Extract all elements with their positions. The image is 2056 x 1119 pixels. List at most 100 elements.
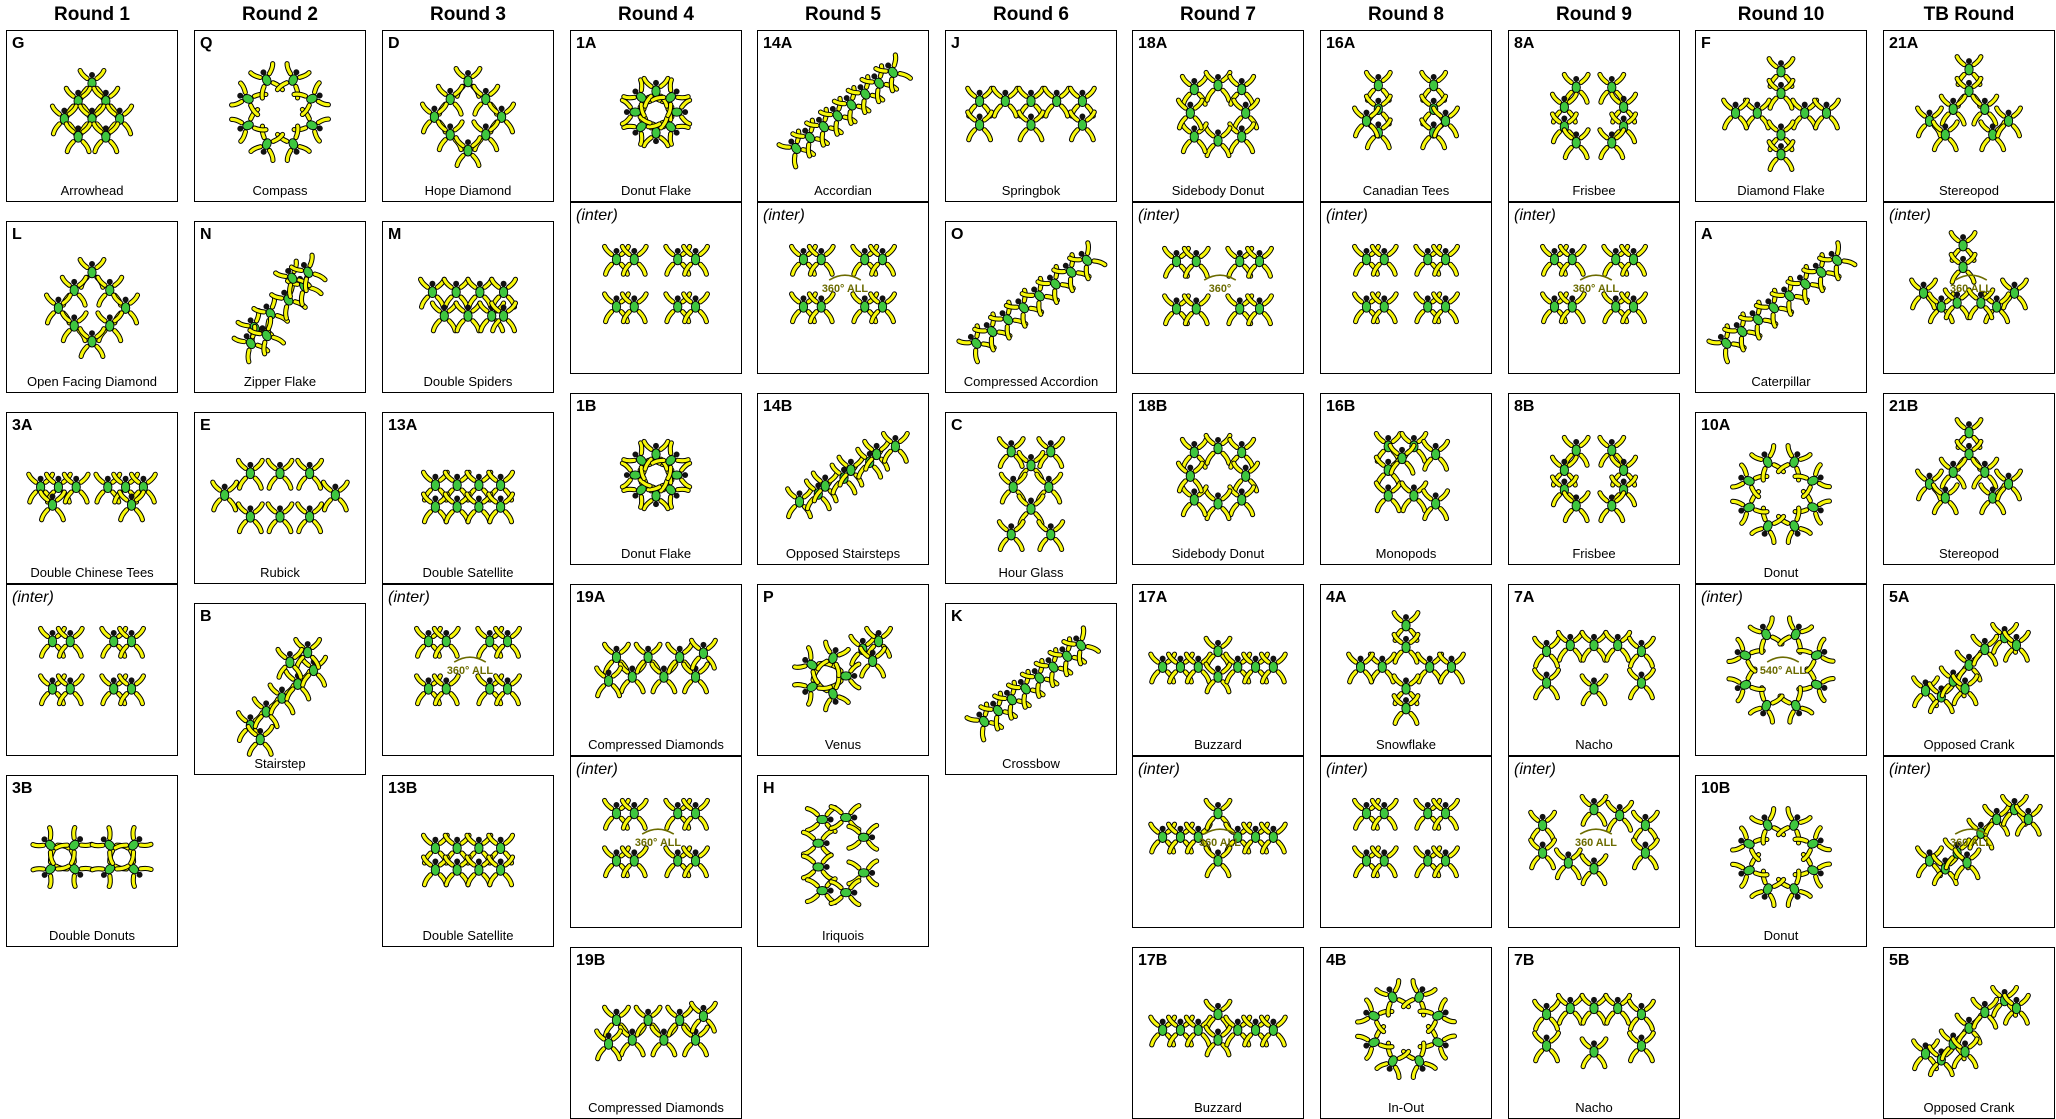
skydiver [1973, 459, 1997, 487]
skydiver [1178, 100, 1202, 128]
skydiver [467, 857, 491, 885]
skydiver [298, 460, 322, 488]
formation-diagram: 360° ALL [1509, 203, 1679, 373]
skydiver [993, 88, 1017, 116]
skydiver [1622, 294, 1646, 322]
skydiver [120, 628, 144, 656]
skydiver [1366, 73, 1390, 101]
skydiver [1918, 108, 1942, 136]
skydiver [1769, 142, 1793, 170]
formation-diagram [1321, 585, 1491, 755]
formation-name: Buzzard [1133, 737, 1303, 752]
skydiver [1039, 522, 1063, 550]
formation-diagram [571, 585, 741, 755]
skydiver [1973, 96, 1997, 124]
skydiver [1372, 848, 1396, 876]
skydiver [1531, 812, 1555, 840]
inter-cell: (inter)360° ALL [570, 756, 742, 928]
round-title: Round 8 [1320, 4, 1492, 26]
formation-cell: CHour Glass [945, 412, 1117, 584]
inter-cell: (inter) [570, 202, 742, 374]
skydiver [496, 676, 520, 704]
skydiver [1045, 88, 1069, 116]
round-title: Round 10 [1695, 4, 1867, 26]
skydiver [999, 522, 1023, 550]
formation-name: Compressed Diamonds [571, 1100, 741, 1115]
skydiver [1564, 130, 1588, 158]
skydiver [861, 648, 885, 676]
formation-diagram [571, 394, 741, 564]
formation-diagram [946, 604, 1116, 774]
skydiver [622, 246, 646, 274]
skydiver [684, 1027, 708, 1055]
formation-name: Arrowhead [7, 183, 177, 198]
formation-cell: 4BIn-Out [1320, 947, 1492, 1119]
formation-name: Caterpillar [1696, 374, 1866, 389]
inter-cell: (inter)360 ALL [1508, 756, 1680, 928]
skydiver [424, 857, 448, 885]
skydiver [831, 806, 859, 830]
skydiver [871, 294, 895, 322]
skydiver [120, 676, 144, 704]
skydiver [238, 504, 262, 532]
formation-name: Opposed Crank [1884, 737, 2054, 752]
formation-cell: BStairstep [194, 603, 366, 775]
skydiver [445, 494, 469, 522]
skydiver [1606, 995, 1630, 1023]
skydiver [434, 628, 458, 656]
formation-diagram [195, 222, 365, 392]
formation-diagram [1696, 776, 1866, 946]
skydiver [1434, 800, 1458, 828]
skydiver [323, 482, 347, 510]
formation-cell: 13BDouble Satellite [382, 775, 554, 947]
formation-diagram [383, 413, 553, 583]
skydiver [248, 727, 272, 755]
skydiver [1349, 654, 1373, 682]
skydiver [1918, 471, 1942, 499]
round-title: Round 4 [570, 4, 742, 26]
formation-diagram [7, 776, 177, 946]
formation-name: Double Donuts [7, 928, 177, 943]
formation-cell: 1ADonut Flake [570, 30, 742, 202]
formation-diagram [1696, 31, 1866, 201]
formation-name: Donut Flake [571, 183, 741, 198]
skydiver [1422, 73, 1446, 101]
inter-cell: (inter) [1320, 202, 1492, 374]
formation-diagram [7, 585, 177, 755]
skydiver [238, 460, 262, 488]
round-title: Round 2 [194, 4, 366, 26]
skydiver [1535, 1033, 1559, 1061]
skydiver [809, 294, 833, 322]
formation-cell: 18ASidebody Donut [1132, 30, 1304, 202]
skydiver [1630, 670, 1654, 698]
skydiver [55, 828, 91, 864]
skydiver [1630, 1001, 1654, 1029]
formation-cell: JSpringbok [945, 30, 1117, 202]
formation-cell: 19ACompressed Diamonds [570, 584, 742, 756]
skydiver [2016, 806, 2040, 834]
skydiver [1724, 100, 1748, 128]
skydiver [871, 246, 895, 274]
formation-name: Opposed Crank [1884, 1100, 2054, 1115]
skydiver [692, 640, 716, 668]
formation-diagram [1884, 948, 2054, 1118]
formation-diagram [195, 604, 365, 774]
skydiver [1261, 824, 1285, 852]
formation-cell: GArrowhead [6, 30, 178, 202]
formation-diagram [1696, 413, 1866, 583]
formation-diagram [946, 413, 1116, 583]
formation-diagram [1509, 948, 1679, 1118]
formation-diagram [571, 203, 741, 373]
formation-cell: 3BDouble Donuts [6, 775, 178, 947]
formation-cell: FDiamond Flake [1695, 30, 1867, 202]
rotation-annotation: 360 ALL [1950, 283, 1992, 295]
skydiver [94, 124, 118, 152]
formation-diagram [1133, 948, 1303, 1118]
formation-diagram [946, 31, 1116, 201]
skydiver [1376, 483, 1400, 511]
